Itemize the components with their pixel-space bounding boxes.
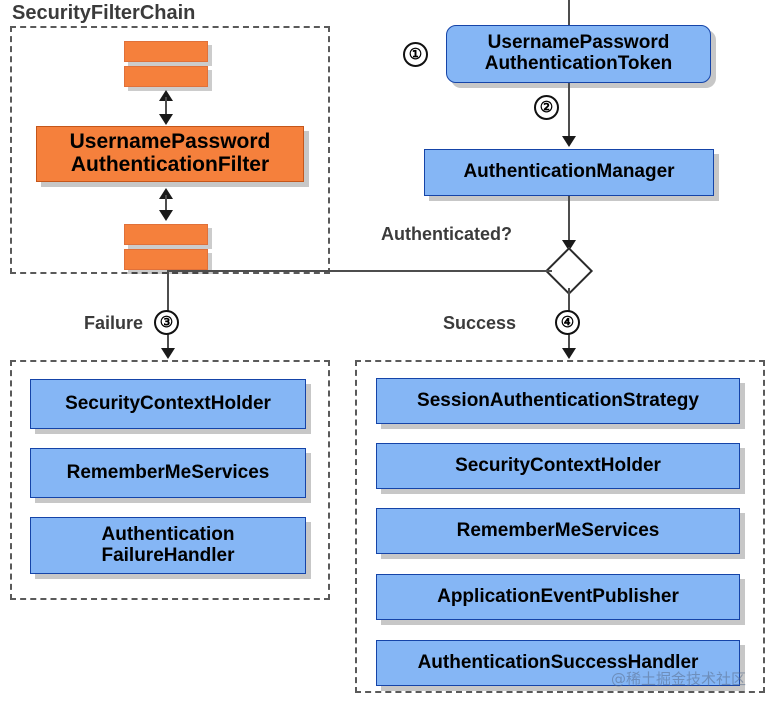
failure-item-2-label: RememberMeServices	[66, 461, 270, 483]
failure-item-2[interactable]: RememberMeServices	[30, 448, 306, 498]
token-to-manager-arrow	[562, 136, 576, 147]
chain-arrow-up-bottom	[159, 188, 173, 199]
success-item-2-label: SecurityContextHolder	[455, 454, 661, 476]
filter-bar-2	[124, 66, 208, 87]
success-item-1-label: SessionAuthenticationStrategy	[417, 389, 699, 411]
success-item-2[interactable]: SecurityContextHolder	[376, 443, 740, 489]
username-password-authentication-token[interactable]: UsernamePassword AuthenticationToken	[446, 25, 711, 83]
success-item-4[interactable]: ApplicationEventPublisher	[376, 574, 740, 620]
token-label-line1: UsernamePassword	[487, 32, 670, 54]
failure-item-3-label-line2: FailureHandler	[101, 544, 235, 566]
entry-line	[568, 0, 570, 26]
security-filter-chain-title: SecurityFilterChain	[12, 2, 196, 24]
authentication-manager-label: AuthenticationManager	[463, 161, 675, 183]
success-item-5[interactable]: AuthenticationSuccessHandler	[376, 640, 740, 686]
filter-label-line1: UsernamePassword	[69, 130, 271, 154]
manager-to-decision-line	[568, 196, 570, 244]
filter-bar-1	[124, 41, 208, 62]
watermark-text: @稀土掘金技术社区	[611, 670, 747, 688]
step-3-badge: ③	[154, 310, 179, 335]
chain-arrow-up-top	[159, 90, 173, 101]
step-1-badge: ①	[403, 42, 428, 67]
chain-arrow-down-top	[159, 114, 173, 125]
chain-line-bottom	[165, 195, 167, 213]
step-2-badge: ②	[534, 95, 559, 120]
failure-item-1[interactable]: SecurityContextHolder	[30, 379, 306, 429]
success-item-3[interactable]: RememberMeServices	[376, 508, 740, 554]
success-item-1[interactable]: SessionAuthenticationStrategy	[376, 378, 740, 424]
failure-item-3-label-line1: Authentication	[101, 523, 235, 545]
manager-to-decision-arrow	[562, 240, 576, 251]
chain-line-top	[165, 97, 167, 117]
success-label: Success	[443, 313, 517, 334]
filter-bar-3	[124, 224, 208, 245]
failure-arrow	[161, 348, 175, 359]
success-item-5-label: AuthenticationSuccessHandler	[417, 651, 699, 673]
authenticated-question-label: Authenticated?	[381, 224, 513, 245]
step-4-badge: ④	[555, 310, 580, 335]
username-password-authentication-filter[interactable]: UsernamePassword AuthenticationFilter	[36, 126, 304, 182]
success-arrow	[562, 348, 576, 359]
authentication-manager[interactable]: AuthenticationManager	[424, 149, 714, 196]
filter-label-line2: AuthenticationFilter	[70, 153, 270, 176]
filter-bar-4	[124, 249, 208, 270]
failure-item-3[interactable]: Authentication FailureHandler	[30, 517, 306, 574]
failure-label: Failure	[84, 313, 144, 334]
failure-item-1-label: SecurityContextHolder	[65, 392, 271, 414]
chain-arrow-down-bottom	[159, 210, 173, 221]
failure-horizontal-line	[167, 270, 552, 272]
success-item-3-label: RememberMeServices	[456, 519, 660, 541]
token-label-line2: AuthenticationToken	[484, 53, 673, 74]
success-item-4-label: ApplicationEventPublisher	[437, 585, 679, 607]
token-to-manager-line	[568, 83, 570, 139]
